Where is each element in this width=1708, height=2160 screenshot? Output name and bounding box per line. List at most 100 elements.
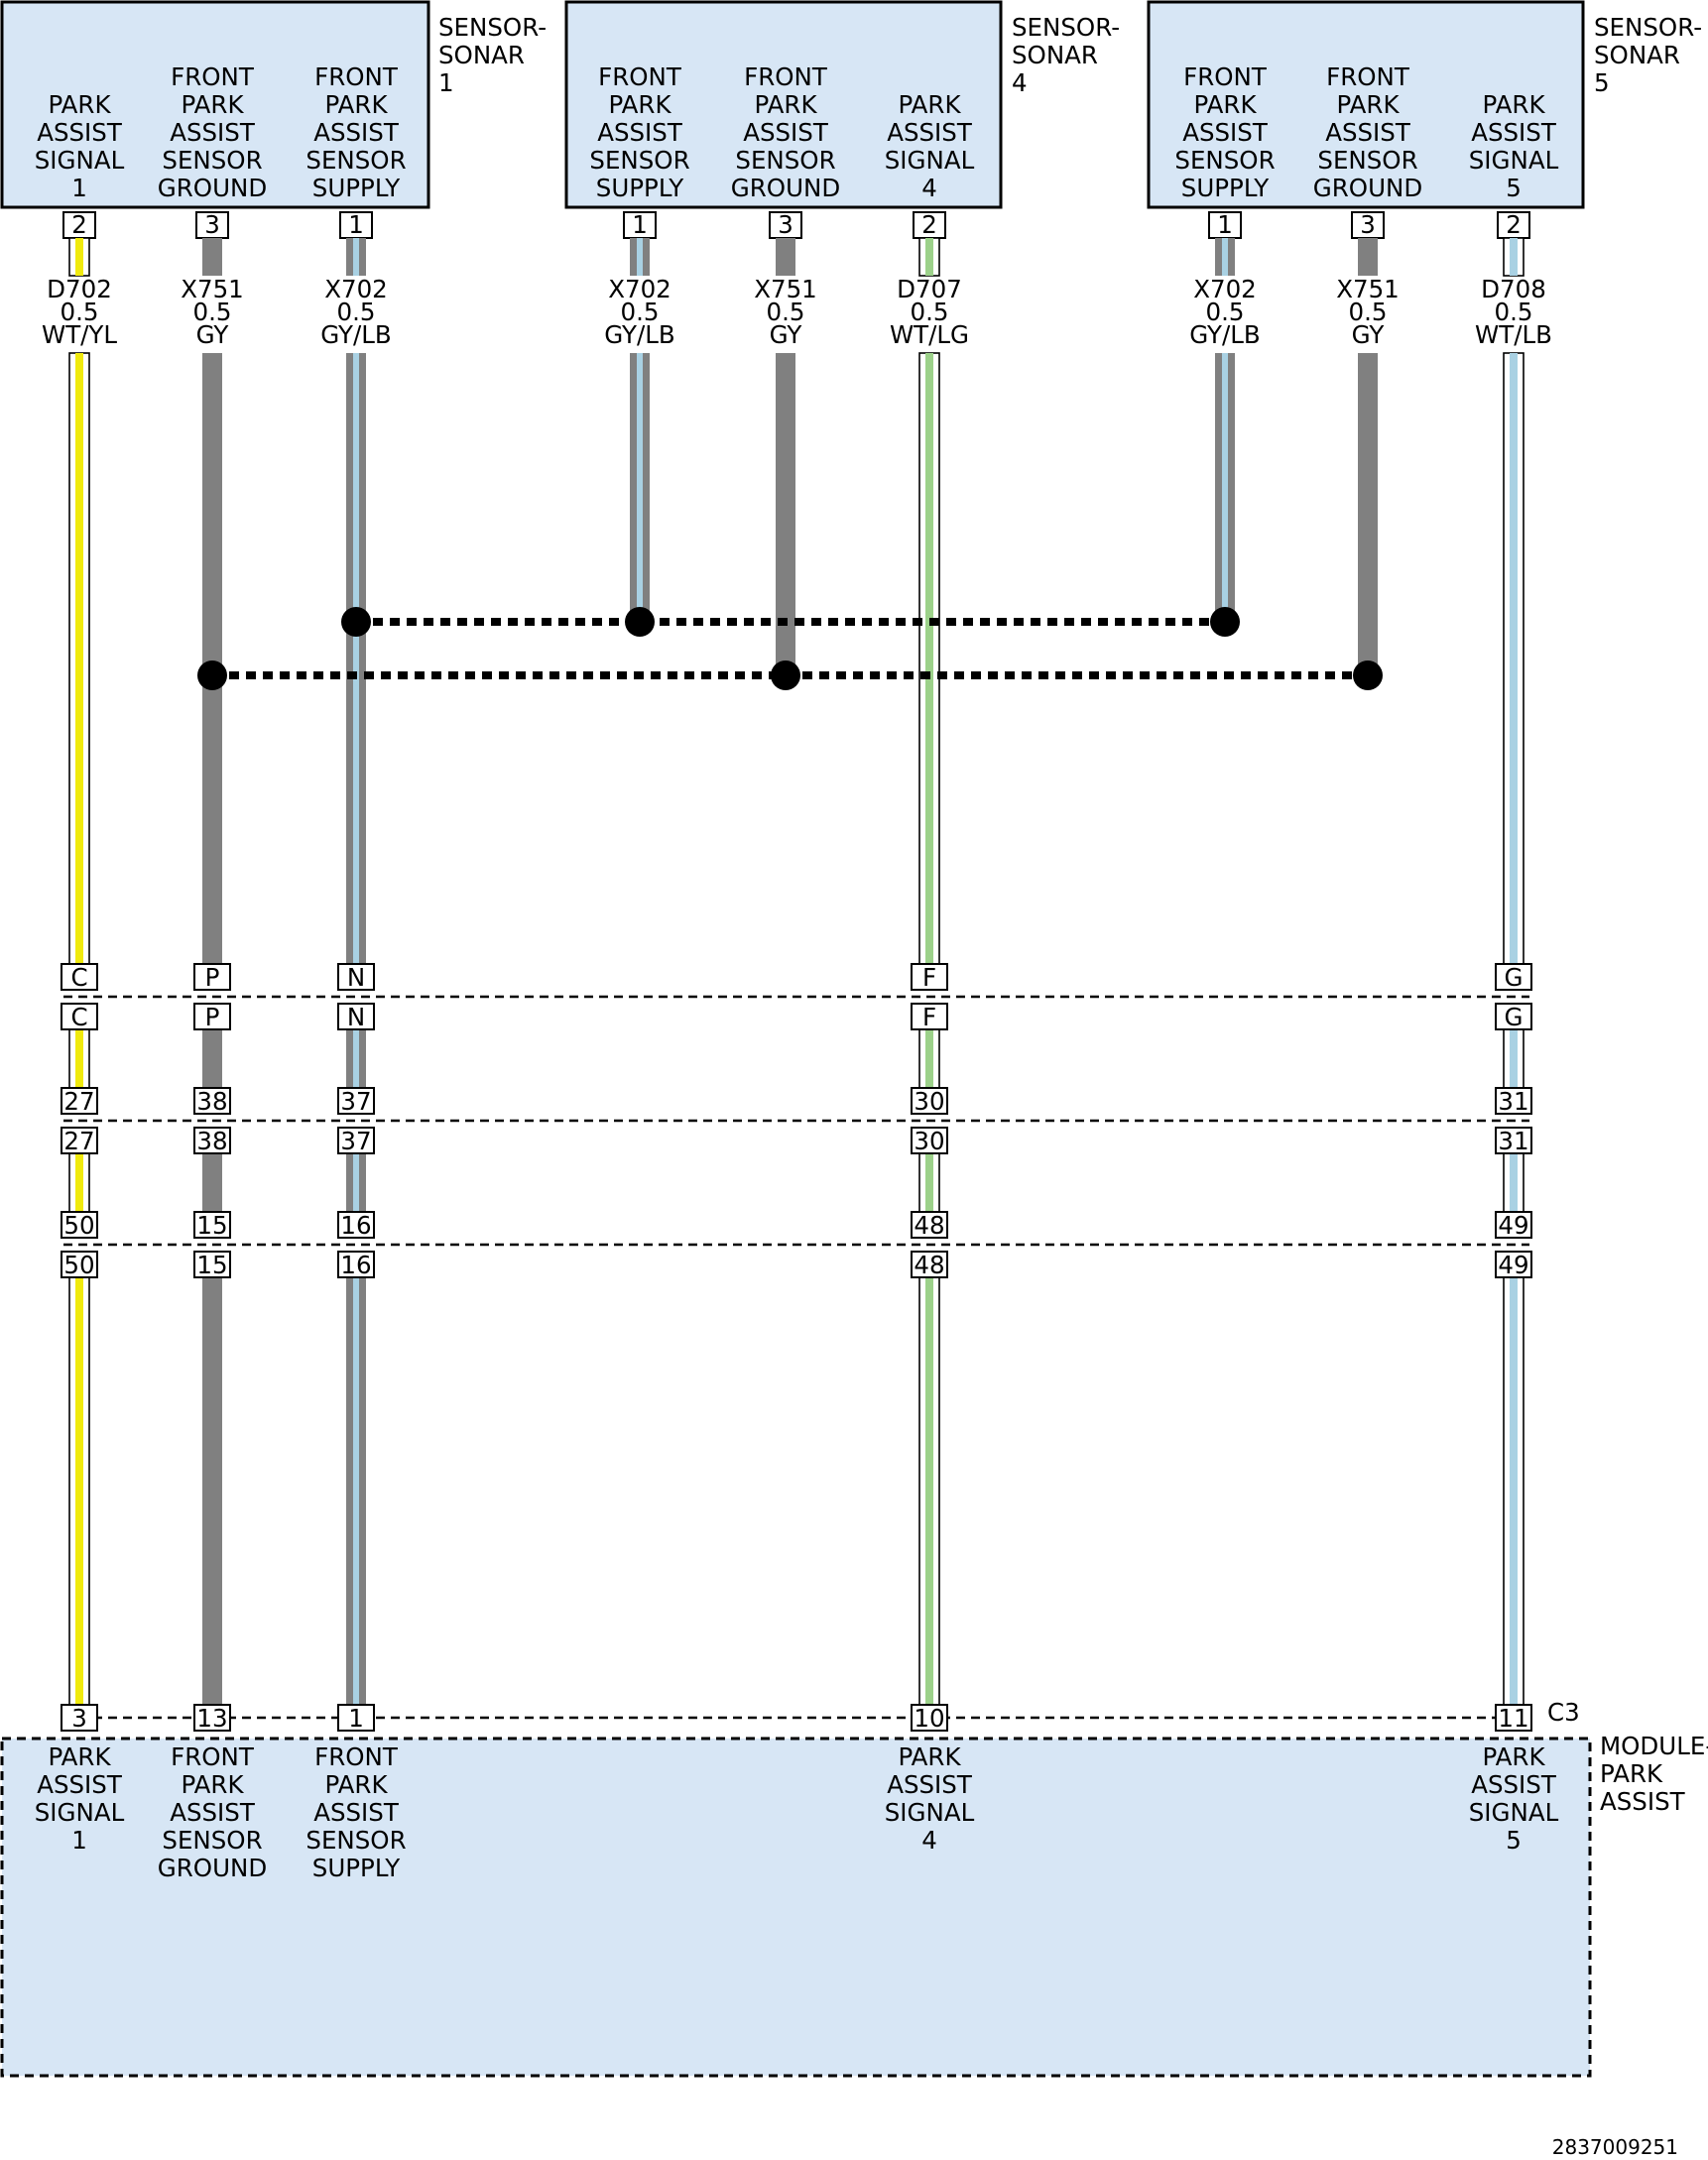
sonar5-pin-label-line: 5 — [1506, 174, 1522, 202]
inline-pin-box — [61, 1127, 98, 1154]
inline-pin-box — [337, 1211, 375, 1239]
sonar4-pin-label-line: PARK — [754, 90, 817, 119]
inline-pin-tag: 49 — [1495, 1251, 1532, 1279]
wire-color-code: GY — [770, 320, 803, 349]
sonar1-pin-label-line: SENSOR — [305, 146, 406, 175]
components-layer: SENSOR-SONAR1PARKASSISTSIGNAL12FRONTPARK… — [0, 0, 1702, 239]
sonar1-pin-label-line: FRONT — [314, 62, 399, 91]
wire-gauge: 0.5 — [621, 298, 660, 326]
inline-pin-box — [1495, 1211, 1532, 1239]
inline-pin-box — [1495, 963, 1532, 991]
wire-segment — [1358, 238, 1378, 276]
module-box — [0, 1737, 1592, 2078]
sonar5-pin-label-line: FRONT — [1326, 62, 1410, 91]
sonar4-pin-label-line: FRONT — [744, 62, 828, 91]
module-pin-number: 13 — [196, 1704, 227, 1733]
wire-gauge: 0.5 — [1349, 298, 1388, 326]
module-pin-label-line: SUPPLY — [312, 1854, 401, 1882]
inline-pin-tag: 31 — [1495, 1087, 1532, 1116]
pin-tag-number: 3 — [778, 210, 793, 239]
wire-segment — [202, 1153, 222, 1212]
module-pin-label-line: SENSOR — [162, 1826, 262, 1855]
inline-pin-box — [193, 1127, 231, 1154]
inline-pin-number: 27 — [63, 1127, 94, 1155]
wire-stripe — [75, 1153, 83, 1212]
inline-pin-box — [1495, 1251, 1532, 1278]
inline-pin-box — [911, 963, 948, 991]
splice-dot — [1210, 607, 1240, 637]
inline-connectors-layer: CCPPNNFFGG272738383737303031315050151516… — [61, 963, 1532, 1279]
module-pin-label-line: 5 — [1506, 1826, 1522, 1855]
wire-stripe — [75, 1029, 83, 1088]
sonar4-pin-tag: 2 — [913, 210, 946, 239]
sonar4-pin-label-line: ASSIST — [597, 118, 683, 147]
inline-pin-number: 49 — [1498, 1211, 1528, 1240]
component-sonar5: SENSOR-SONAR5FRONTPARKASSISTSENSORSUPPLY… — [1147, 0, 1702, 239]
wire-circuit: D707 — [897, 275, 962, 303]
module-pin-label-line: PARK — [1482, 1742, 1545, 1771]
wire-circuit: X751 — [1336, 275, 1400, 303]
wire-color-code: GY/LB — [604, 320, 674, 349]
sonar4-pin-label-line: ASSIST — [887, 118, 973, 147]
sonar4-pin-label-line: SIGNAL — [885, 146, 975, 175]
wire-stripe — [353, 1029, 359, 1088]
inline-pin-number: 16 — [340, 1211, 371, 1240]
inline-pin-number: 30 — [914, 1127, 944, 1155]
module-title-line: MODULE- — [1600, 1732, 1708, 1760]
module-title-line: PARK — [1600, 1759, 1663, 1788]
module-title-line: ASSIST — [1600, 1787, 1686, 1816]
sonar5-pin-label-line: FRONT — [1183, 62, 1268, 91]
module-pin-tag: 10 — [911, 1704, 948, 1733]
inline-pin-box — [337, 1003, 375, 1030]
wire-circuit: X702 — [608, 275, 671, 303]
pin-tag-box — [913, 211, 946, 239]
inline-pin-box — [911, 1003, 948, 1030]
wire-color-code: WT/YL — [42, 320, 117, 349]
sonar1-pin-label-line: GROUND — [158, 174, 267, 202]
inline-pin-number: G — [1505, 1003, 1524, 1031]
wire-gauge: 0.5 — [61, 298, 99, 326]
wire-stripe — [1222, 353, 1228, 622]
wire-gauge: 0.5 — [1206, 298, 1245, 326]
wire-gauge: 0.5 — [767, 298, 805, 326]
wire-color-code: GY/LB — [1189, 320, 1260, 349]
inline-pin-tag: 49 — [1495, 1211, 1532, 1240]
module-pin-box — [1495, 1704, 1532, 1732]
inline-pin-tag: 27 — [61, 1087, 98, 1116]
wire-stripe — [75, 238, 83, 276]
sonar4-title-line: SONAR — [1012, 41, 1098, 69]
inline-pin-box — [193, 963, 231, 991]
sonar4-pin-label-line: SENSOR — [589, 146, 689, 175]
splice-dot — [771, 660, 800, 690]
inline-pin-tag: G — [1495, 1003, 1532, 1031]
module-pin-label-line: ASSIST — [37, 1770, 123, 1799]
inline-pin-number: N — [347, 1003, 365, 1031]
pin-tag-box — [195, 211, 229, 239]
module-pin-box — [193, 1704, 231, 1732]
inline-pin-box — [1495, 1127, 1532, 1154]
wire-stripe — [637, 238, 643, 276]
wire-stripe — [1510, 238, 1518, 276]
inline-pin-box — [61, 1087, 98, 1115]
pin-tag-box — [339, 211, 373, 239]
module-pin-label-line: FRONT — [314, 1742, 399, 1771]
sonar1-box — [0, 0, 430, 209]
module-pin-tag: 11 — [1495, 1704, 1532, 1733]
sonar1-pin-label-line: SIGNAL — [35, 146, 125, 175]
inline-pin-tag: F — [911, 1003, 948, 1031]
wire-circuit: X702 — [324, 275, 388, 303]
wire-stripe — [353, 1153, 359, 1212]
